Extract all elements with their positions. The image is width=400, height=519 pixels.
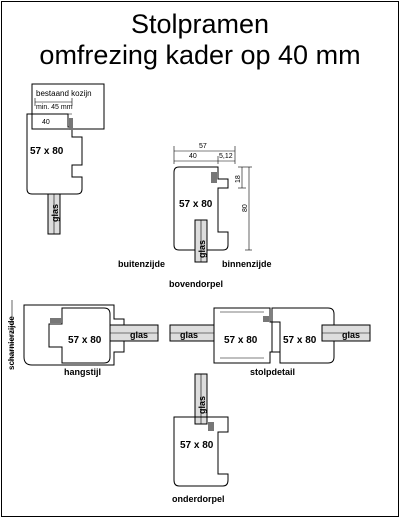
label-section-onderdorpel: 57 x 80 [180,440,214,451]
label-glas-bovendorpel: glas [197,240,207,258]
existing-frame-box [31,83,105,130]
onderdorpel-detail [173,373,229,487]
title-line-2: omfrezing kader op 40 mm [39,40,361,70]
label-glas-onderdorpel: glas [197,396,207,414]
label-binnenzijde: binnenzijde [222,259,272,269]
label-dim57: 57 [199,143,207,150]
label-dim80: 80 [242,204,249,212]
label-min45: min. 45 mm [36,104,73,111]
label-onderdorpel: onderdorpel [172,494,225,504]
label-section-stolp-right: 57 x 80 [283,335,317,346]
bovendorpel-detail [173,146,252,263]
label-scharnierzijde: scharnierzijde [7,316,16,370]
label-dim40: 40 [189,153,197,160]
sash-profile-top [26,113,83,195]
label-dim512: 5,12 [219,153,233,160]
hangstijl-detail [11,300,159,366]
title-line-1: Stolpramen [130,9,270,39]
sash-profile-stolp-right [271,307,335,364]
label-dim40-top: 40 [42,119,50,126]
label-section-top: 57 x 80 [30,146,64,157]
seal-strip [69,118,73,130]
label-glas-stolp-right: glas [342,330,360,340]
stolpdetail-detail [169,307,371,364]
sash-profile-hangstijl [48,307,111,364]
label-section-stolp-left: 57 x 80 [224,335,258,346]
sash-profile-onderdorpel [173,416,229,487]
label-bestaand-kozijn: bestaand kozijn [36,89,92,98]
label-section-hangstijl: 57 x 80 [68,335,102,346]
label-bovendorpel: bovendorpel [169,279,223,289]
label-dim18: 18 [235,175,242,183]
label-section-bovendorpel: 57 x 80 [179,199,213,210]
bestaand-kozijn-detail [26,83,105,235]
frame-profile-hangstijl [23,304,125,366]
sash-profile-bovendorpel [173,166,229,251]
label-glas-hangstijl: glas [130,330,148,340]
label-hangstijl: hangstijl [64,367,101,377]
label-glas-top: glas [50,204,60,222]
label-stolpdetail: stolpdetail [250,367,295,377]
label-glas-stolp-left: glas [180,330,198,340]
label-buitenzijde: buitenzijde [118,259,165,269]
